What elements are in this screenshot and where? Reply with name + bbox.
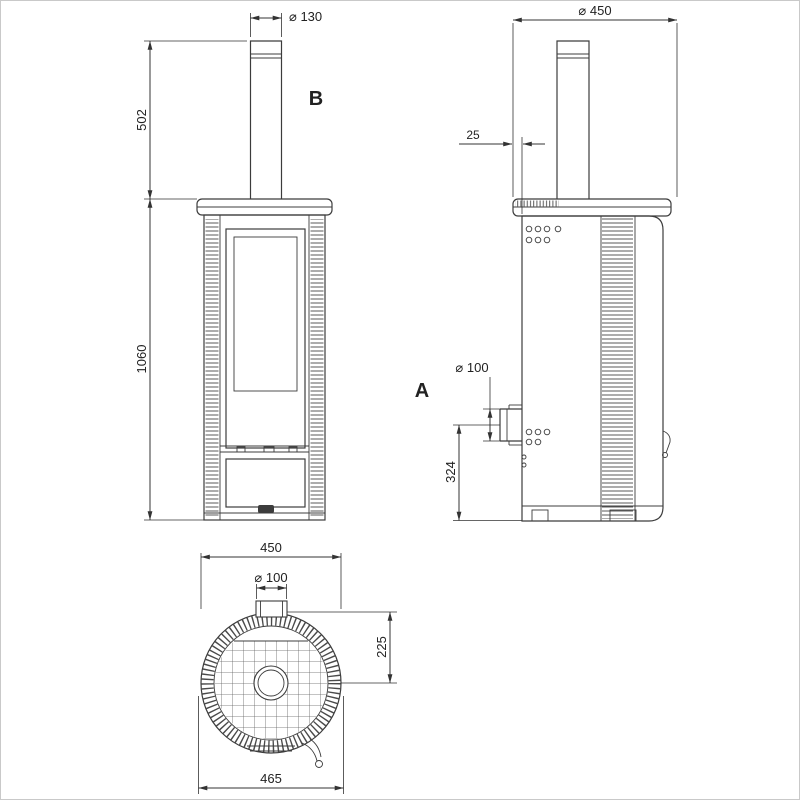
front-chimney-pipe bbox=[249, 40, 283, 199]
dim-flue-height-324: 324 bbox=[443, 424, 522, 521]
top-view: 450 ⌀ 100 225 465 bbox=[198, 540, 397, 794]
dim-label-100-top: ⌀ 100 bbox=[254, 570, 287, 585]
dim-label-130: ⌀ 130 bbox=[289, 9, 322, 24]
front-left-fin-column bbox=[205, 219, 219, 516]
view-label-a: A bbox=[415, 380, 429, 402]
rear-flue-collar bbox=[499, 404, 522, 446]
side-body bbox=[521, 215, 664, 522]
front-door bbox=[220, 228, 309, 453]
dim-pipe-height-502: 502 bbox=[134, 40, 247, 200]
side-view: ⌀ 450 25 ⌀ 100 A 324 bbox=[415, 3, 678, 522]
ribbed-ring bbox=[201, 613, 341, 753]
dim-label-100-side: ⌀ 100 bbox=[455, 360, 488, 375]
inner-ring bbox=[213, 625, 329, 741]
side-chimney-pipe bbox=[556, 40, 590, 199]
side-top-plate bbox=[512, 198, 672, 217]
dim-label-450-top: 450 bbox=[260, 540, 282, 555]
dim-body-height-1060: 1060 bbox=[134, 198, 204, 521]
dim-flue-diameter-100-top: ⌀ 100 bbox=[254, 570, 288, 599]
dim-label-324: 324 bbox=[443, 461, 458, 483]
front-lower-panel bbox=[225, 458, 306, 513]
front-right-fin-column bbox=[310, 219, 324, 516]
dim-center-depth-225: 225 bbox=[287, 611, 397, 684]
front-view: ⌀ 130 B 502 1060 bbox=[134, 9, 333, 521]
side-heat-fins bbox=[602, 218, 633, 519]
top-view-flue-stub bbox=[255, 600, 288, 618]
front-body bbox=[203, 214, 326, 521]
dim-label-25: 25 bbox=[466, 128, 480, 142]
side-door-handle bbox=[662, 430, 671, 458]
door-glass bbox=[233, 236, 298, 392]
dim-label-1060: 1060 bbox=[134, 345, 149, 374]
dim-width-450-top: 450 bbox=[200, 540, 342, 609]
view-label-b: B bbox=[309, 88, 323, 110]
dim-total-depth-465: 465 bbox=[198, 696, 344, 794]
dim-label-450-side: ⌀ 450 bbox=[578, 3, 611, 18]
top-plate-grill bbox=[515, 200, 559, 207]
dim-flue-diameter-100-side: ⌀ 100 bbox=[455, 360, 500, 442]
side-bolts bbox=[521, 225, 562, 468]
front-top-plate bbox=[196, 198, 333, 216]
door-handle bbox=[258, 505, 274, 513]
dim-chimney-diameter: ⌀ 130 bbox=[250, 9, 322, 37]
dim-top-diameter-450: ⌀ 450 bbox=[512, 3, 678, 197]
center-flue-inner bbox=[257, 669, 285, 697]
top-view-handle bbox=[301, 738, 323, 768]
bottom-bracket bbox=[247, 745, 295, 752]
dim-label-465: 465 bbox=[260, 771, 282, 786]
dim-label-502: 502 bbox=[134, 109, 149, 131]
dim-offset-25: 25 bbox=[459, 128, 545, 214]
dim-label-225: 225 bbox=[374, 636, 389, 658]
side-foot-front bbox=[531, 509, 549, 522]
side-foot-rear bbox=[609, 509, 637, 522]
center-flue-opening bbox=[253, 665, 289, 701]
